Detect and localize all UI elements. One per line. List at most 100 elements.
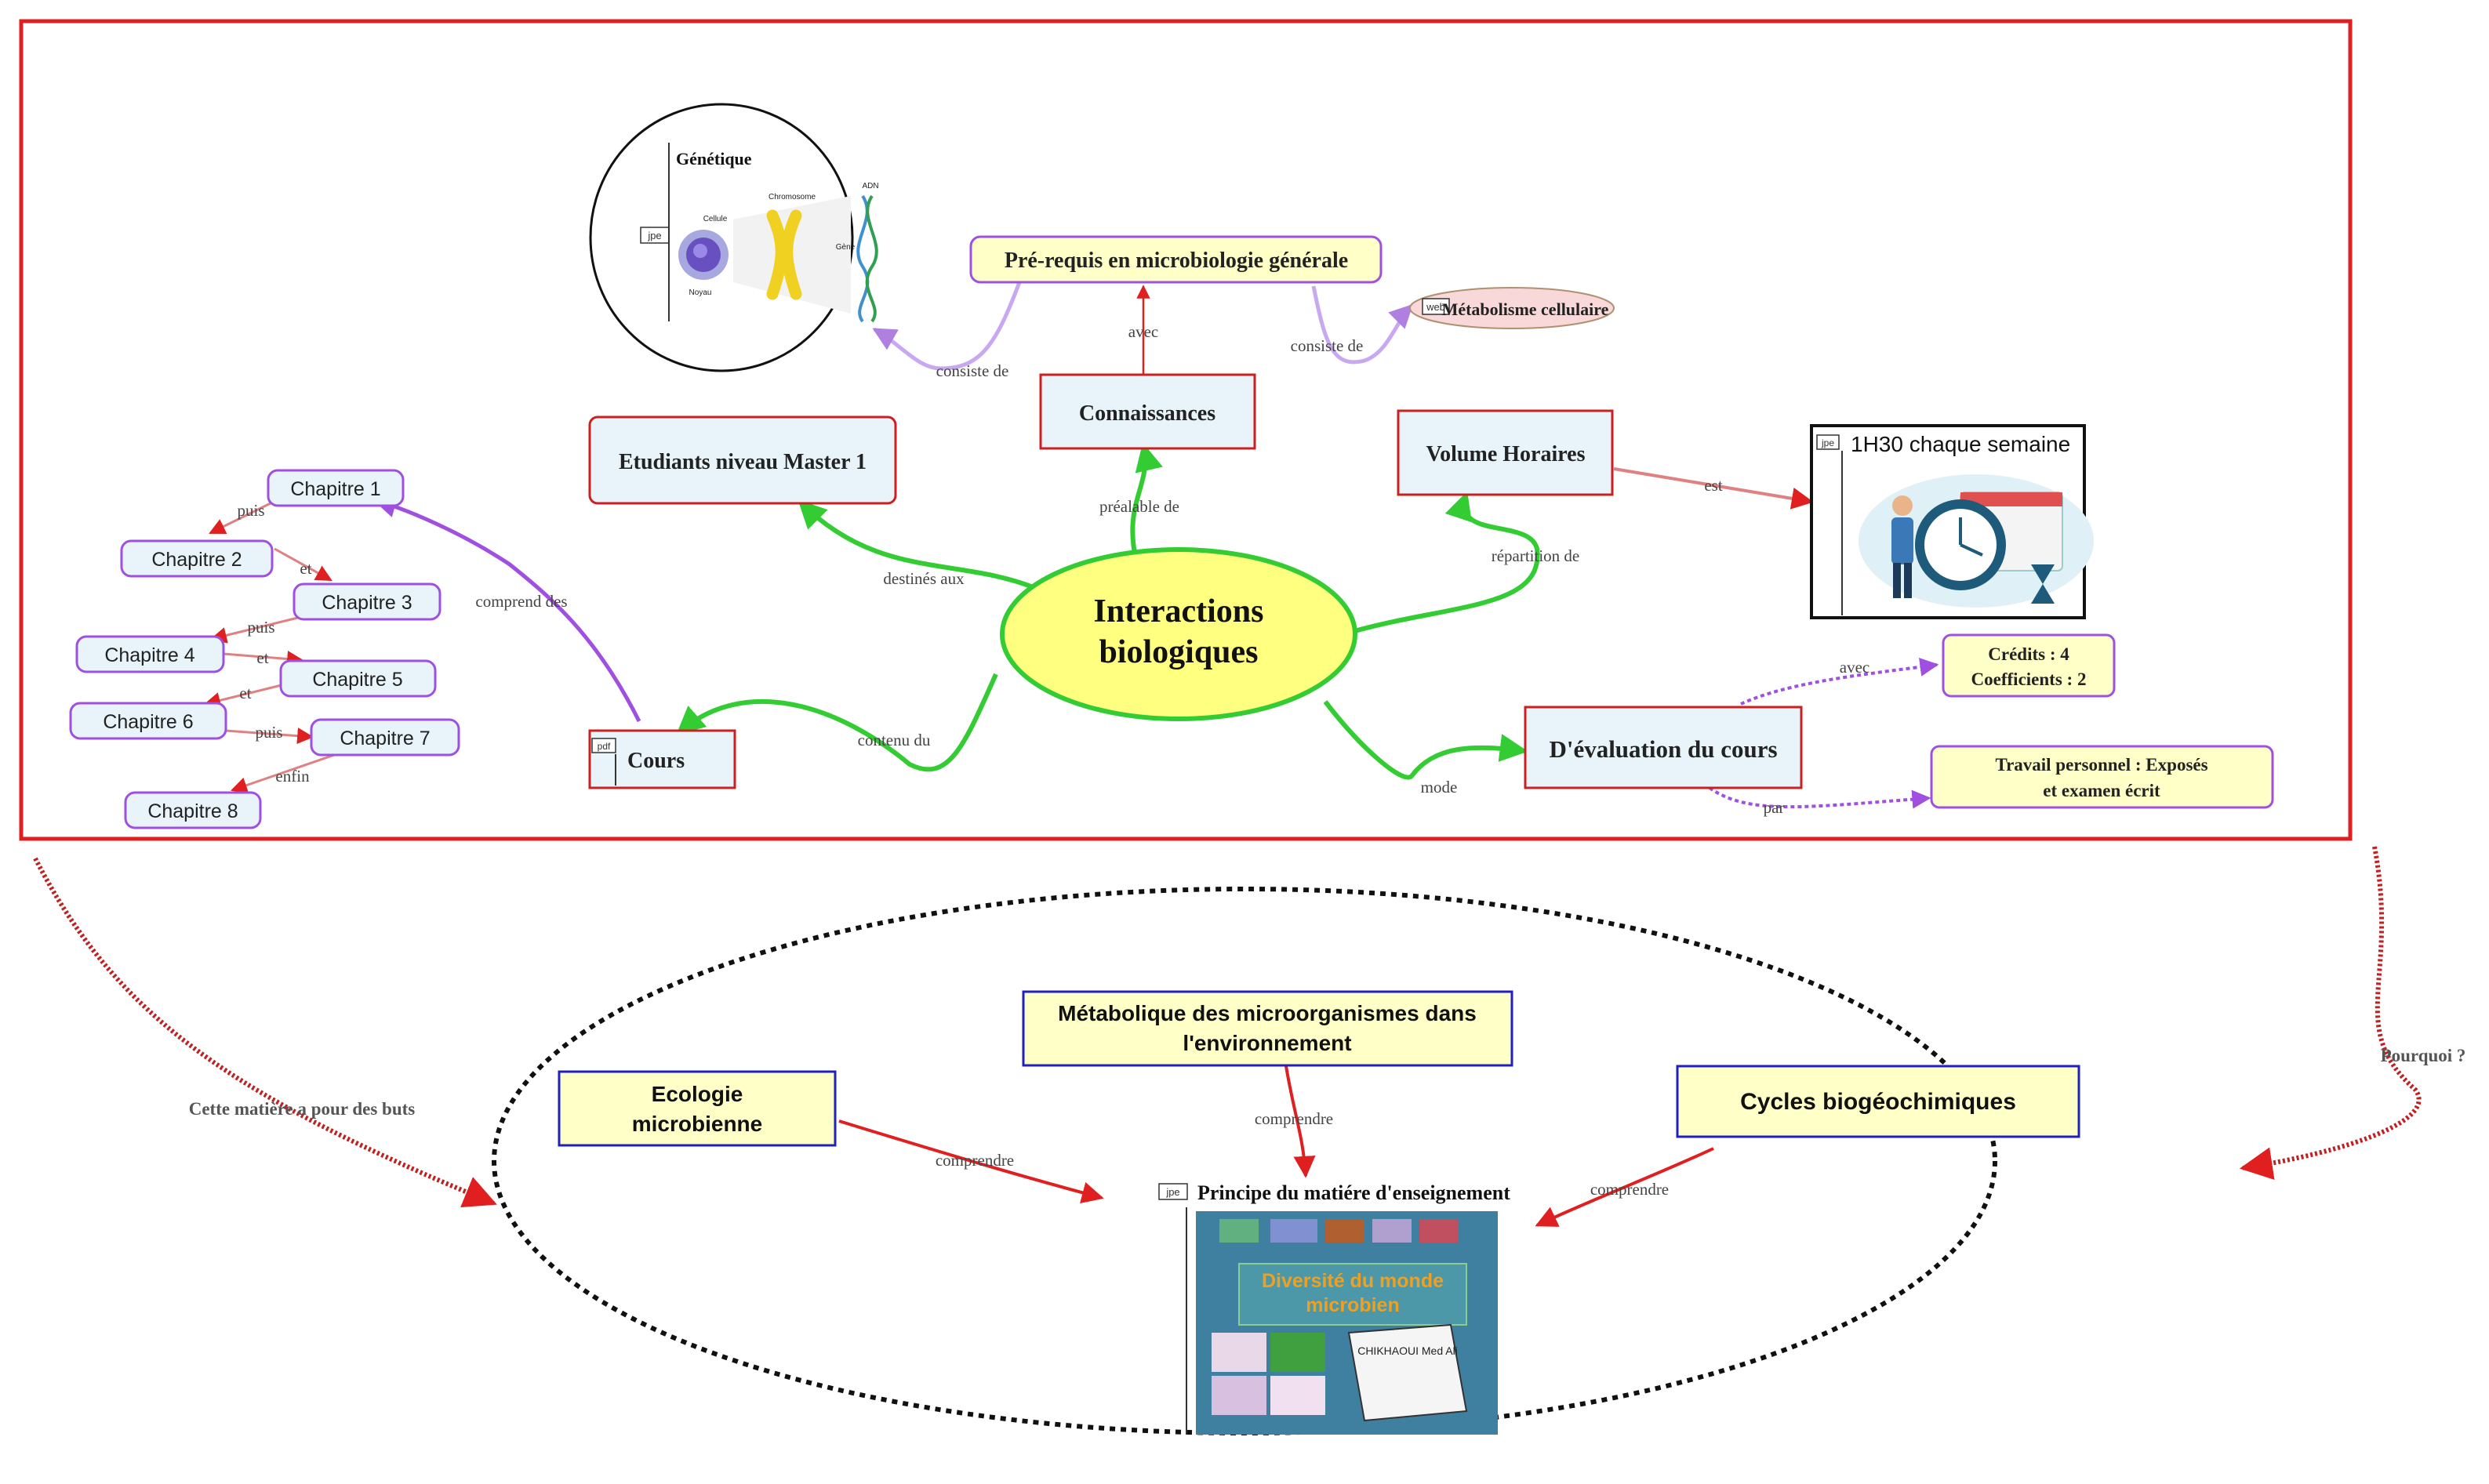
chapter-1[interactable]: Chapitre 1 xyxy=(267,469,405,507)
poster-title-line-2: microbien xyxy=(1306,1294,1399,1316)
chapter-4[interactable]: Chapitre 4 xyxy=(75,635,225,673)
node-cours-label: Cours xyxy=(627,749,685,773)
node-ecologie-line-2: microbienne xyxy=(632,1112,762,1136)
web-file-icon xyxy=(1422,298,1450,315)
label-comprendre-2: comprendre xyxy=(1255,1109,1333,1128)
link-ch7-ch8 xyxy=(231,751,342,793)
genetics-adn-label: ADN xyxy=(862,182,878,190)
node-ecologie[interactable]: Ecologie microbienne xyxy=(558,1070,837,1147)
node-travail-line-2: et examen écrit xyxy=(2043,781,2160,800)
node-metabolique[interactable]: Métabolique des microorganismes dans l'e… xyxy=(1022,990,1513,1067)
label-est: est xyxy=(1704,476,1722,495)
label-prealable: préalable de xyxy=(1099,497,1179,516)
node-principe-label: Principe du matiére d'enseignement xyxy=(1197,1181,1510,1204)
node-connaissances-label: Connaissances xyxy=(1079,401,1215,426)
node-ecologie-line-1: Ecologie xyxy=(652,1082,743,1106)
label-puis-3: puis xyxy=(255,723,282,742)
node-metabolisme-cellulaire[interactable]: web Métabolisme cellulaire xyxy=(1409,287,1615,329)
node-coefficients-label: Coefficients : 2 xyxy=(1971,669,2087,689)
node-prerequis[interactable]: Pré-requis en microbiologie générale xyxy=(969,235,1383,284)
label-consiste-right: consiste de xyxy=(1291,336,1364,355)
label-comprend: comprend des xyxy=(475,592,567,611)
label-comprendre-1: comprendre xyxy=(936,1151,1014,1170)
node-etudiants-label: Etudiants niveau Master 1 xyxy=(619,450,867,474)
chapter-3-label: Chapitre 3 xyxy=(322,592,412,614)
node-etudiants[interactable]: Etudiants niveau Master 1 xyxy=(588,415,897,505)
label-et-2: et xyxy=(256,648,268,667)
label-buts: Cette matière a pour des buts xyxy=(189,1099,416,1119)
node-prerequis-label: Pré-requis en microbiologie générale xyxy=(1005,249,1348,273)
node-metabolique-line-1: Métabolique des microorganismes dans xyxy=(1058,1001,1477,1025)
chapter-3[interactable]: Chapitre 3 xyxy=(293,582,441,621)
genetics-noyau-label: Noyau xyxy=(689,288,712,297)
chapter-2-label: Chapitre 2 xyxy=(151,549,242,571)
node-cycles[interactable]: Cycles biogéochimiques xyxy=(1676,1065,2080,1138)
label-eval-avec: avec xyxy=(1840,658,1869,677)
chapter-5[interactable]: Chapitre 5 xyxy=(279,659,437,698)
label-avec: avec xyxy=(1128,322,1158,341)
link-contenu xyxy=(676,673,998,772)
central-line-1: Interactions xyxy=(1094,593,1264,630)
link-pourquoi xyxy=(2239,846,2422,1181)
node-horaire-detail[interactable]: jpe 1H30 chaque semaine xyxy=(1810,424,2094,619)
web-file-tag: web xyxy=(1426,301,1445,313)
link-par xyxy=(1708,786,1931,809)
link-comprendre-3 xyxy=(1535,1147,1714,1227)
node-metabolisme-label: Métabolisme cellulaire xyxy=(1442,299,1609,319)
label-destines: destinés aux xyxy=(883,569,965,588)
poster-author: CHIKHAOUI Med Ali xyxy=(1357,1344,1458,1357)
chapter-7[interactable]: Chapitre 7 xyxy=(310,718,460,757)
genetics-cellule-label: Cellule xyxy=(703,215,728,223)
node-evaluation[interactable]: D'évaluation du cours xyxy=(1524,706,1803,789)
link-est xyxy=(1613,467,1814,510)
link-mode xyxy=(1323,700,1528,780)
chapter-8[interactable]: Chapitre 8 xyxy=(124,791,262,829)
jpe-file-icon-3 xyxy=(1158,1183,1188,1200)
genetics-illustration: Cellule Noyau Chromosome ADN Gène xyxy=(678,182,879,323)
chapter-4-label: Chapitre 4 xyxy=(104,644,194,666)
node-travail[interactable]: Travail personnel : Exposés et examen éc… xyxy=(1930,745,2274,809)
node-travail-line-1: Travail personnel : Exposés xyxy=(1995,755,2207,775)
label-consiste-left: consiste de xyxy=(936,361,1009,380)
poster-title-line-1: Diversité du monde xyxy=(1262,1270,1444,1292)
node-horaire-detail-label: 1H30 chaque semaine xyxy=(1851,432,2070,456)
link-repartition xyxy=(1340,491,1540,637)
chapter-2[interactable]: Chapitre 2 xyxy=(120,539,274,578)
label-enfin: enfin xyxy=(275,767,310,786)
label-puis-2: puis xyxy=(247,618,274,637)
link-comprendre-2 xyxy=(1284,1065,1316,1178)
link-buts xyxy=(33,857,497,1208)
node-cours[interactable]: pdf Cours xyxy=(588,729,736,789)
node-evaluation-label: D'évaluation du cours xyxy=(1549,735,1777,763)
pdf-file-icon xyxy=(591,738,616,753)
link-prealable xyxy=(1130,442,1163,565)
node-principe[interactable]: jpe Principe du matiére d'enseignement D… xyxy=(1158,1181,1510,1435)
node-volume-horaires[interactable]: Volume Horaires xyxy=(1397,409,1614,496)
label-et-1: et xyxy=(300,559,311,578)
chapter-5-label: Chapitre 5 xyxy=(312,669,402,691)
node-cycles-label: Cycles biogéochimiques xyxy=(1740,1089,2016,1115)
jpe-file-tag: jpe xyxy=(647,230,661,241)
node-credits[interactable]: Crédits : 4 Coefficients : 2 xyxy=(1942,633,2116,698)
label-mode: mode xyxy=(1421,778,1458,796)
chapter-6[interactable]: Chapitre 6 xyxy=(69,702,227,740)
top-frame xyxy=(19,19,2353,841)
link-consiste-right xyxy=(1311,285,1414,365)
genetics-chromosome-label: Chromosome xyxy=(769,193,816,201)
node-genetique[interactable]: jpe Génétique Cellule Noyau Chromosome A… xyxy=(589,103,879,372)
link-ch2-ch3 xyxy=(274,547,332,582)
link-ch1-ch2 xyxy=(209,498,279,535)
jpe-file-tag-3: jpe xyxy=(1165,1186,1179,1198)
central-line-2: biologiques xyxy=(1099,634,1258,670)
label-contenu: contenu du xyxy=(858,731,931,749)
node-connaissances[interactable]: Connaissances xyxy=(1039,373,1256,450)
link-destines xyxy=(798,499,1037,590)
label-par: par xyxy=(1764,798,1785,817)
label-et-3: et xyxy=(239,684,251,702)
central-node[interactable]: Interactions biologiques xyxy=(1000,547,1357,721)
label-pourquoi: Pourquoi ? xyxy=(2381,1046,2466,1065)
label-puis-1: puis xyxy=(237,501,264,520)
jpe-file-tag-2: jpe xyxy=(1821,437,1834,448)
link-eval-avec xyxy=(1740,657,1939,706)
